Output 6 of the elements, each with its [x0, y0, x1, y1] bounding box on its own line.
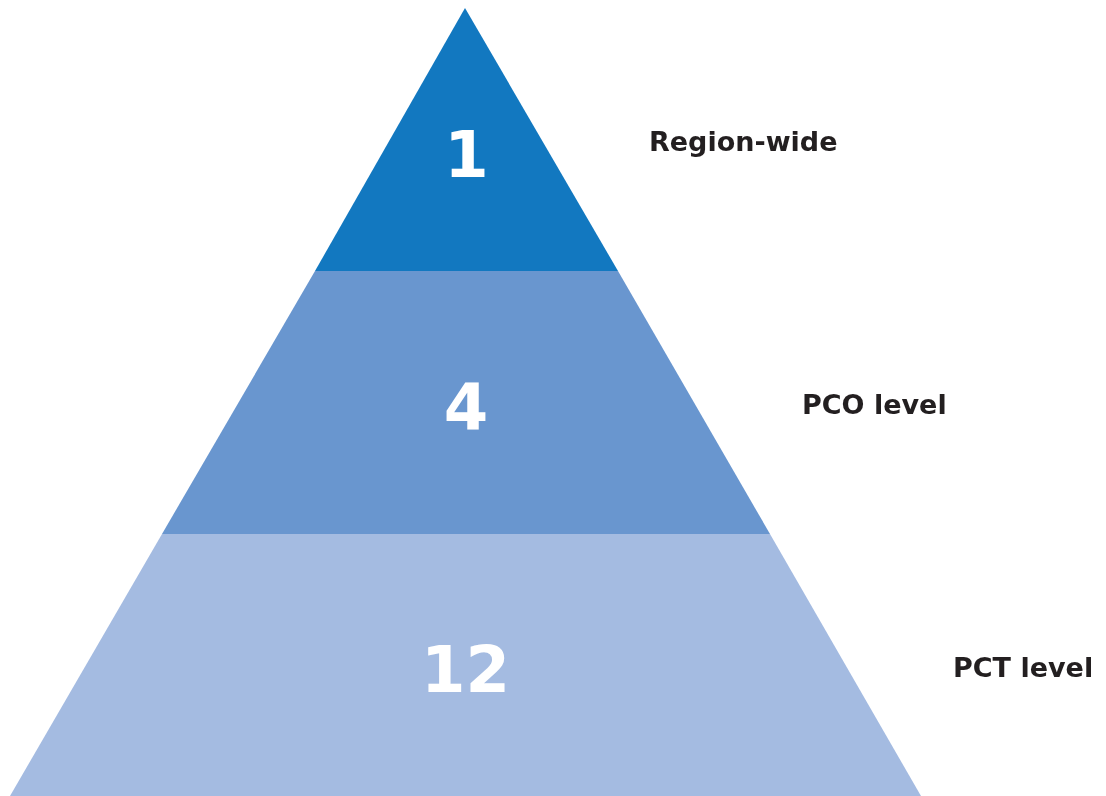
- tier-label: Region-wide: [649, 127, 838, 155]
- tier-number: 1: [443, 123, 490, 187]
- tier-number: 12: [419, 638, 512, 702]
- tier-number: 4: [442, 376, 490, 440]
- tier-label: PCO level: [802, 390, 947, 418]
- tier-label: PCT level: [953, 653, 1094, 681]
